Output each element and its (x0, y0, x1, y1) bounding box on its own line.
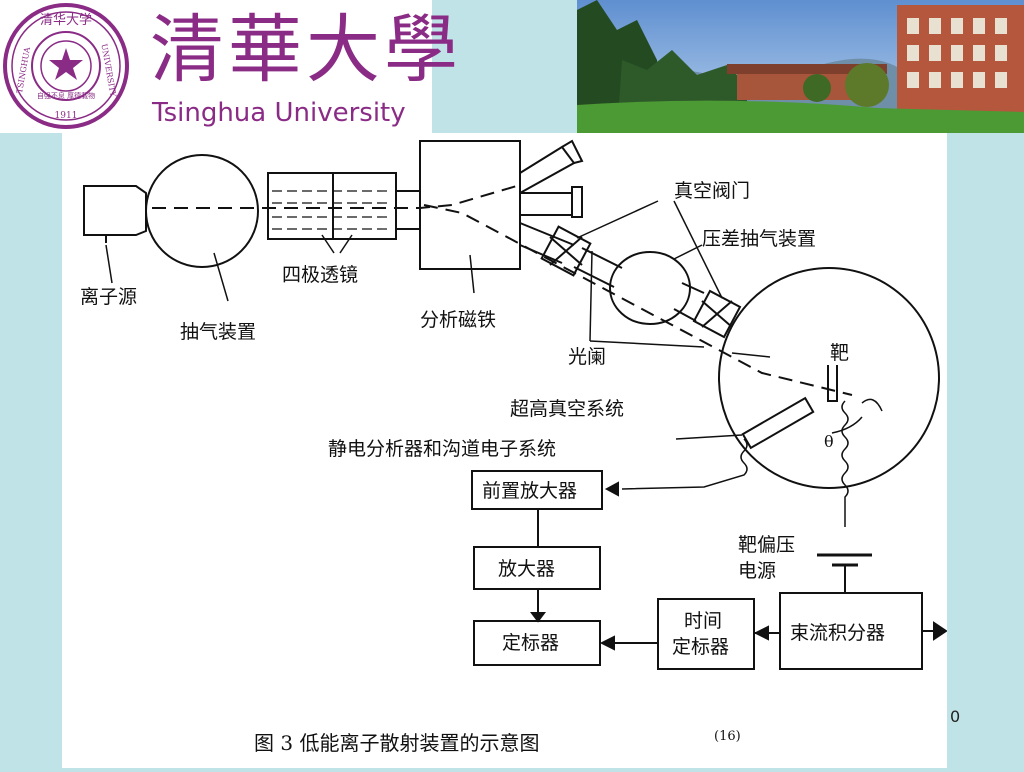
ion-source-shape (83, 185, 147, 236)
label-preamplifier: 前置放大器 (482, 480, 577, 502)
label-uhv-system: 超高真空系统 (510, 398, 624, 420)
pump-chamber-shape (145, 154, 259, 268)
label-differential-pump: 压差抽气装置 (702, 228, 816, 250)
label-amplifier: 放大器 (498, 558, 555, 580)
label-aperture: 光阑 (568, 346, 606, 368)
figure-caption: 图 3 低能离子散射装置的示意图 (254, 731, 539, 755)
label-analyzing-magnet: 分析磁铁 (420, 309, 496, 331)
vacuum-valve-2 (692, 289, 742, 339)
uhv-chamber-shape (718, 267, 940, 489)
label-quadrupole-lens: 四极透镜 (282, 264, 358, 286)
quadrupole-lens-2 (332, 172, 397, 240)
label-beam-integrator: 束流积分器 (790, 622, 885, 644)
seal-left-text: TSINGHUA (15, 46, 32, 94)
label-target-bias-line1: 靶偏压 (738, 534, 795, 556)
header-logo-area: 清华大学 TSINGHUA UNIVERSITY 1911 自强不息 厚德载物 … (0, 0, 458, 133)
seal-year: 1911 (55, 111, 78, 121)
seal-top-text: 清华大学 (40, 12, 92, 28)
label-target-bias-line2: 电源 (738, 560, 776, 582)
beam-path (152, 184, 521, 209)
tsinghua-wordmark-english: Tsinghua University (152, 98, 406, 128)
seal-right-text: UNIVERSITY (99, 43, 117, 98)
label-theta: θ (824, 432, 834, 451)
electrostatic-analyzer-shape (741, 396, 815, 450)
label-ion-source: 离子源 (80, 286, 137, 308)
seal-motto: 自强不息 厚德载物 (37, 91, 95, 100)
vacuum-valve-1 (540, 225, 592, 277)
tsinghua-wordmark-chinese: 清華大學 (150, 7, 462, 93)
campus-photo (577, 0, 1024, 133)
label-time-scaler-line2: 定标器 (672, 636, 729, 658)
figure-panel: 离子源 抽气装置 四极透镜 分析磁铁 真空阀门 压差抽气装置 光阑 靶 超高真空… (62, 133, 948, 768)
target-shape (827, 365, 838, 402)
label-scaler: 定标器 (502, 632, 559, 654)
label-pump: 抽气装置 (180, 321, 256, 343)
label-target: 靶 (830, 342, 849, 364)
differential-pump-shape (609, 251, 691, 325)
figure-caption-reference: (16) (714, 729, 741, 744)
page-number: 0 (950, 707, 961, 726)
ion-scattering-diagram: 离子源 抽气装置 四极透镜 分析磁铁 真空阀门 压差抽气装置 光阑 靶 超高真空… (80, 139, 948, 755)
analyzing-magnet-shape (419, 140, 521, 270)
label-electrostatic-analyzer: 静电分析器和沟道电子系统 (328, 438, 556, 460)
tsinghua-seal-icon: 清华大学 TSINGHUA UNIVERSITY 1911 自强不息 厚德载物 (3, 3, 129, 129)
label-time-scaler-line1: 时间 (684, 610, 722, 632)
label-vacuum-valve: 真空阀门 (674, 180, 750, 202)
